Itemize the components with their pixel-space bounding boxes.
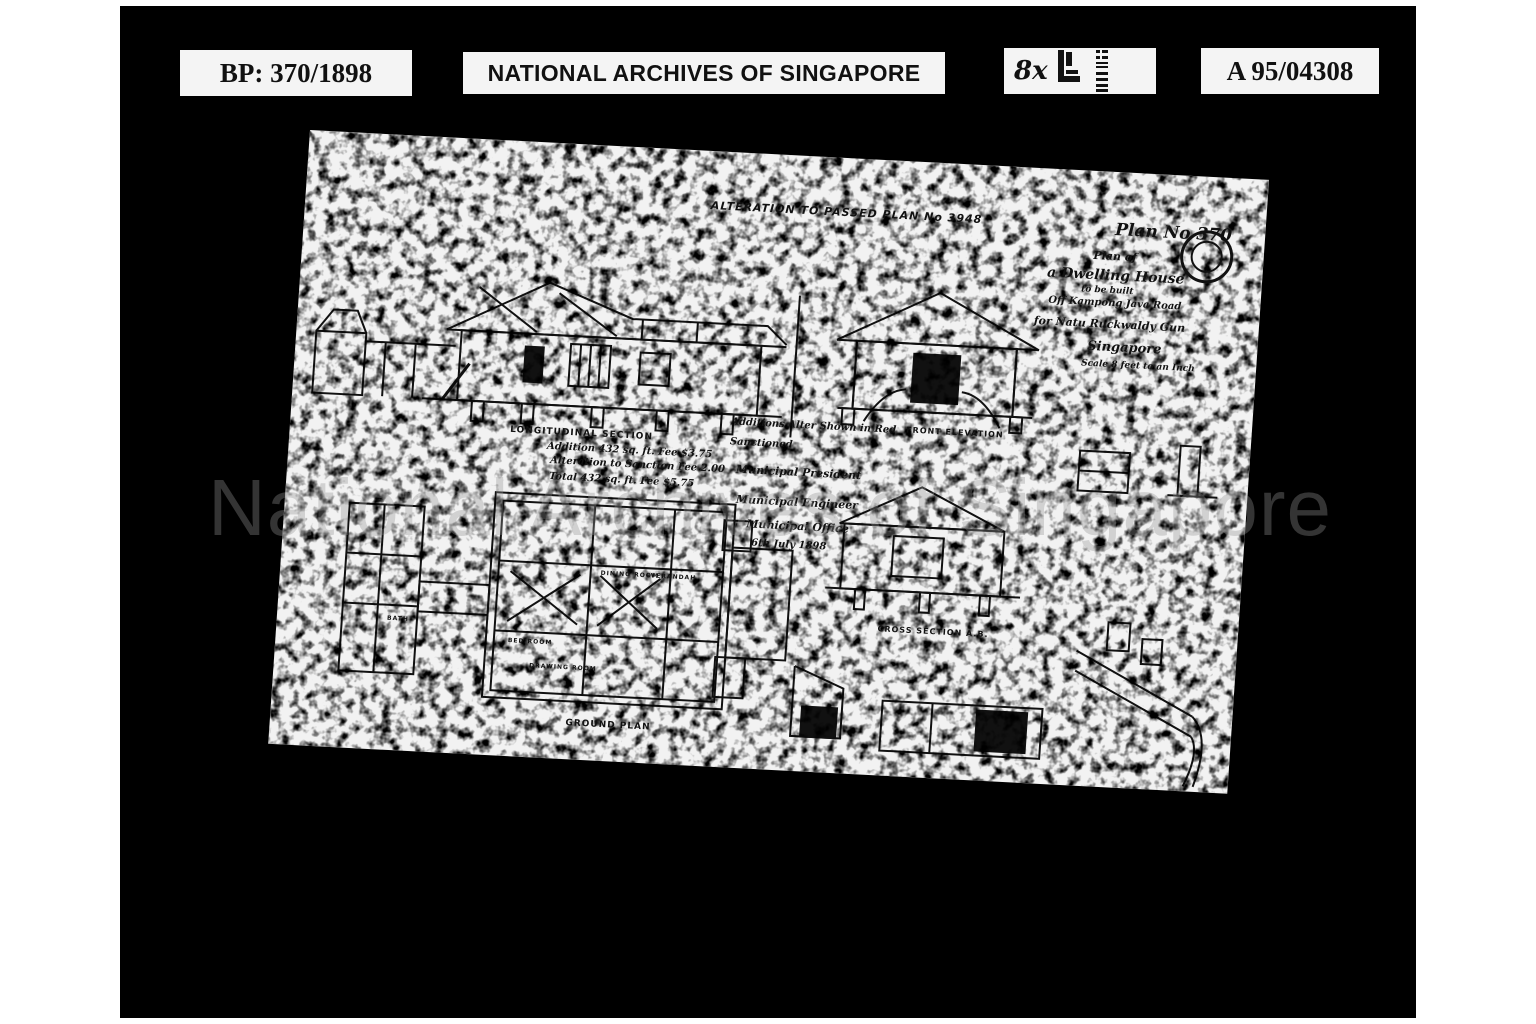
architectural-plan-sheet: ALTERATION TO PASSED PLAN No 3948 Plan N… xyxy=(268,130,1270,794)
bp-number-label: BP: 370/1898 xyxy=(180,50,412,96)
title-line-1: Plan of xyxy=(1093,248,1138,265)
engineer-office-seal-icon xyxy=(1180,230,1234,284)
reference-number: A 95/04308 xyxy=(1226,55,1354,86)
room-label: BATH xyxy=(386,614,410,623)
plan-drawings xyxy=(268,130,1270,794)
bp-number: BP: 370/1898 xyxy=(219,57,373,88)
archive-name-label: NATIONAL ARCHIVES OF SINGAPORE xyxy=(463,52,945,94)
reference-number-label: A 95/04308 xyxy=(1201,48,1379,94)
reduction-ratio: 8x xyxy=(1014,56,1048,86)
reduction-ratio-label: 8x xyxy=(1004,48,1156,94)
resolution-target-icon xyxy=(1053,48,1114,94)
archive-name: NATIONAL ARCHIVES OF SINGAPORE xyxy=(487,59,921,86)
